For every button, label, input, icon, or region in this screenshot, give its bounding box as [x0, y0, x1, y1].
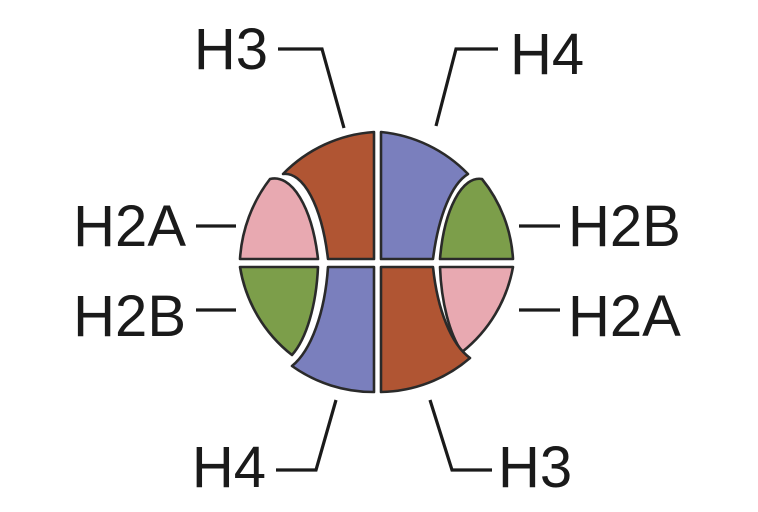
leader-bottom-right [428, 399, 492, 472]
segment-h3-lower-right [379, 265, 472, 394]
leader-lines [196, 47, 560, 472]
label-top-right: H4 [510, 22, 584, 87]
label-upper-right: H2B [568, 194, 681, 259]
segment-h2b-lower-left [238, 265, 320, 357]
label-lower-left: H2B [73, 284, 186, 349]
segment-h2b-upper-right [438, 177, 515, 261]
leader-bottom-left [276, 399, 338, 472]
leader-top-left [278, 47, 346, 129]
segment-h4-top-right [379, 130, 470, 261]
octamer-core [238, 130, 515, 394]
segment-h2a-upper-left [238, 177, 320, 261]
segment-h4-lower-left [290, 265, 376, 394]
label-bottom-left: H4 [192, 435, 266, 500]
labels: H3 H4 H2A H2B H2B H2A H4 H3 [73, 17, 681, 500]
label-bottom-right: H3 [498, 435, 572, 500]
segment-h3-top-left [281, 130, 376, 261]
label-lower-right: H2A [568, 284, 681, 349]
label-top-left: H3 [194, 17, 268, 82]
leader-top-right [434, 47, 498, 127]
label-upper-left: H2A [73, 194, 186, 259]
